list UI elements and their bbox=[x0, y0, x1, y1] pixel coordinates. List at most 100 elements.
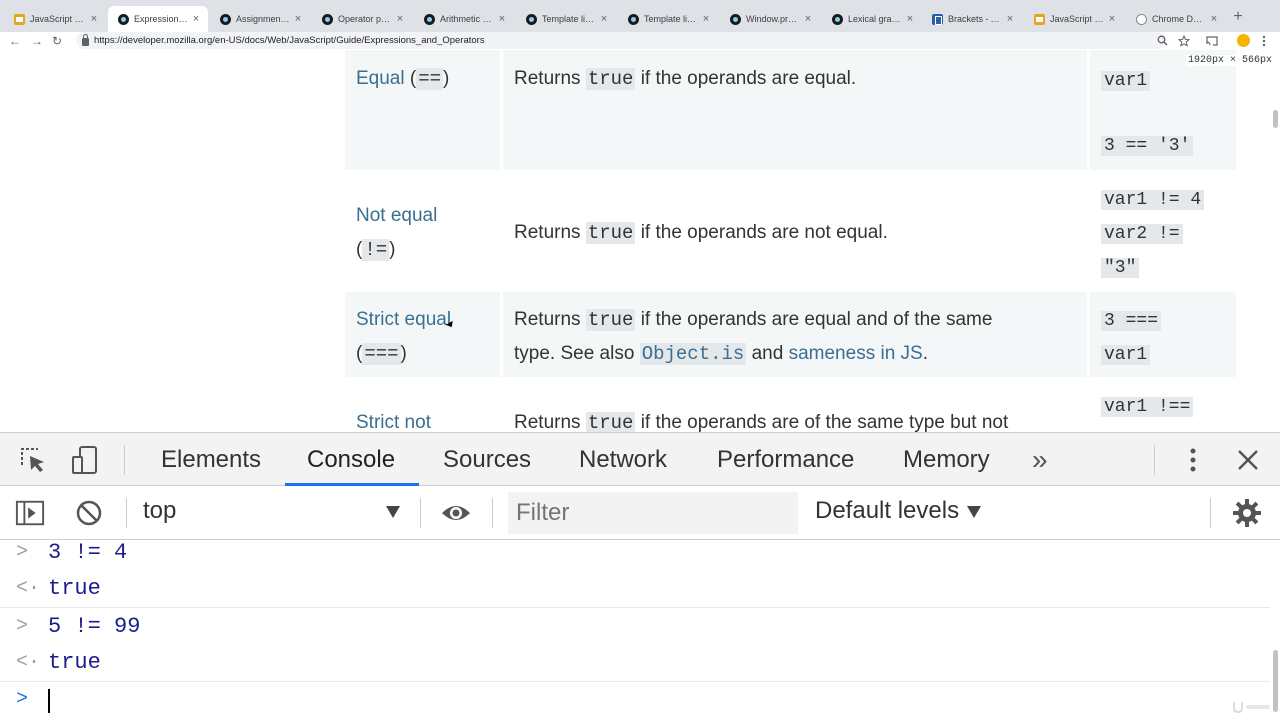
log-levels-dropdown[interactable]: Default levels bbox=[815, 497, 960, 524]
close-tab-icon[interactable]: × bbox=[702, 13, 710, 25]
tab-sources[interactable]: Sources bbox=[443, 446, 532, 473]
more-tabs-icon[interactable]: » bbox=[1032, 444, 1048, 475]
tab-title: Arithmetic operators bbox=[440, 14, 494, 24]
show-sidebar-icon[interactable] bbox=[15, 498, 45, 528]
close-tab-icon[interactable]: × bbox=[294, 13, 302, 25]
reload-button[interactable]: ↻ bbox=[52, 34, 63, 48]
device-toolbar-icon[interactable] bbox=[70, 445, 100, 475]
example-code: var1 bbox=[1101, 71, 1151, 91]
tab-console[interactable]: Console bbox=[284, 433, 420, 486]
input-chevron-icon: > bbox=[16, 615, 29, 638]
tab[interactable]: Arithmetic operators × bbox=[414, 6, 514, 32]
operator-link[interactable]: Strict equal bbox=[356, 309, 452, 330]
filter-input[interactable] bbox=[508, 492, 798, 534]
operator-name: (!=) bbox=[356, 233, 395, 267]
close-tab-icon[interactable]: × bbox=[1210, 13, 1218, 25]
tab[interactable]: Template literals × bbox=[516, 6, 616, 32]
desc-text: Returns bbox=[514, 309, 586, 330]
desc-code: true bbox=[585, 412, 636, 432]
console-scrollbar[interactable] bbox=[1273, 650, 1278, 712]
page-scrollbar[interactable] bbox=[1273, 110, 1278, 128]
close-tab-icon[interactable]: × bbox=[1108, 13, 1116, 25]
operator-symbol: === bbox=[362, 343, 401, 365]
clear-console-icon[interactable] bbox=[74, 498, 104, 528]
object-is-link[interactable]: Object.is bbox=[639, 343, 747, 365]
live-expression-eye-icon[interactable] bbox=[440, 500, 472, 526]
tab[interactable]: Lexical grammar × bbox=[822, 6, 922, 32]
tab-title: Brackets - A modern bbox=[948, 14, 1002, 24]
paren-close: ) bbox=[443, 68, 450, 89]
table-cell bbox=[345, 172, 500, 290]
tab[interactable]: Chrome DevTools × bbox=[1126, 6, 1226, 32]
zoom-icon[interactable] bbox=[1157, 35, 1168, 46]
sameness-link[interactable]: sameness in JS bbox=[788, 343, 923, 364]
close-devtools-icon[interactable] bbox=[1233, 445, 1263, 475]
close-tab-icon[interactable]: × bbox=[804, 13, 812, 25]
tab-network[interactable]: Network bbox=[579, 446, 668, 473]
close-tab-icon[interactable]: × bbox=[1006, 13, 1014, 25]
paren-open: ( bbox=[409, 68, 417, 89]
console-output-row: <· true bbox=[0, 646, 1270, 682]
console-output[interactable]: > 3 != 4 <· true > 5 != 99 <· true > bbox=[0, 540, 1280, 720]
divider bbox=[420, 498, 421, 528]
browser-toolbar: ← → ↻ https://developer.mozilla.org/en-U… bbox=[0, 32, 1280, 50]
tab[interactable]: JavaScript 2019 … × bbox=[4, 6, 106, 32]
example-line: "3" bbox=[1101, 251, 1140, 285]
close-tab-icon[interactable]: × bbox=[192, 13, 200, 25]
tab[interactable]: Assignment operators × bbox=[210, 6, 310, 32]
tab[interactable]: Window.prompt() × bbox=[720, 6, 820, 32]
desc-code: true bbox=[585, 222, 636, 244]
example-line: var1 != 4 bbox=[1101, 183, 1205, 217]
tab-active[interactable]: Expressions and Operators × bbox=[108, 6, 208, 32]
forward-button[interactable]: → bbox=[31, 34, 43, 48]
context-selector[interactable]: top bbox=[143, 497, 177, 524]
close-tab-icon[interactable]: × bbox=[396, 13, 404, 25]
back-button[interactable]: ← bbox=[9, 34, 21, 48]
chevron-down-icon[interactable] bbox=[967, 506, 981, 518]
operator-link[interactable]: Strict not bbox=[356, 412, 431, 432]
tab[interactable]: Brackets - A modern × bbox=[922, 6, 1022, 32]
tab-elements[interactable]: Elements bbox=[161, 446, 262, 473]
address-bar[interactable]: https://developer.mozilla.org/en-US/docs… bbox=[76, 32, 1166, 49]
paren-open: ( bbox=[356, 239, 363, 260]
example-code: 3 === bbox=[1101, 311, 1162, 331]
mdn-icon bbox=[424, 13, 435, 25]
tab-title: Chrome DevTools bbox=[1152, 14, 1206, 24]
desc-code: true bbox=[585, 309, 636, 331]
tab-strip: JavaScript 2019 … × Expressions and Oper… bbox=[0, 0, 1280, 32]
chevron-down-icon[interactable] bbox=[386, 506, 400, 518]
cast-icon[interactable] bbox=[1206, 35, 1218, 47]
devtools-tab-bar: Elements Console Sources Network Perform… bbox=[0, 432, 1280, 486]
console-input-row: > 3 != 4 bbox=[0, 536, 1270, 572]
console-input-text: 3 != 4 bbox=[48, 540, 128, 565]
mdn-icon bbox=[220, 13, 231, 25]
mdn-icon bbox=[730, 13, 741, 25]
profile-avatar[interactable] bbox=[1237, 34, 1250, 47]
bookmark-star-icon[interactable] bbox=[1178, 35, 1190, 47]
operator-link[interactable]: Not equal bbox=[356, 205, 438, 226]
tab-title: JavaScript 2019 … bbox=[1050, 14, 1104, 24]
tab-memory[interactable]: Memory bbox=[903, 446, 990, 473]
tab-performance[interactable]: Performance bbox=[717, 446, 855, 473]
inspect-element-icon[interactable] bbox=[18, 445, 48, 475]
document-icon bbox=[14, 13, 25, 25]
browser-menu-icon[interactable] bbox=[1262, 35, 1266, 47]
close-tab-icon[interactable]: × bbox=[906, 13, 914, 25]
paren-open: ( bbox=[356, 343, 363, 364]
console-prompt-row[interactable]: > bbox=[0, 683, 1270, 719]
viewport-dimensions-overlay: 1920px × 566px bbox=[1185, 55, 1274, 66]
tab[interactable]: Operator precedence × bbox=[312, 6, 412, 32]
operator-name: Equal (==) bbox=[356, 62, 449, 96]
close-tab-icon[interactable]: × bbox=[90, 13, 98, 25]
devtools-menu-icon[interactable] bbox=[1178, 445, 1208, 475]
mdn-icon bbox=[118, 13, 129, 25]
table-cell bbox=[503, 292, 1087, 377]
close-tab-icon[interactable]: × bbox=[600, 13, 608, 25]
operator-name: Not equal bbox=[356, 199, 437, 233]
tab[interactable]: JavaScript 2019 … × bbox=[1024, 6, 1124, 32]
gear-icon[interactable] bbox=[1232, 498, 1262, 528]
operator-link[interactable]: Equal bbox=[356, 68, 405, 89]
close-tab-icon[interactable]: × bbox=[498, 13, 506, 25]
tab[interactable]: Template literals × bbox=[618, 6, 718, 32]
new-tab-button[interactable]: + bbox=[1233, 8, 1243, 25]
